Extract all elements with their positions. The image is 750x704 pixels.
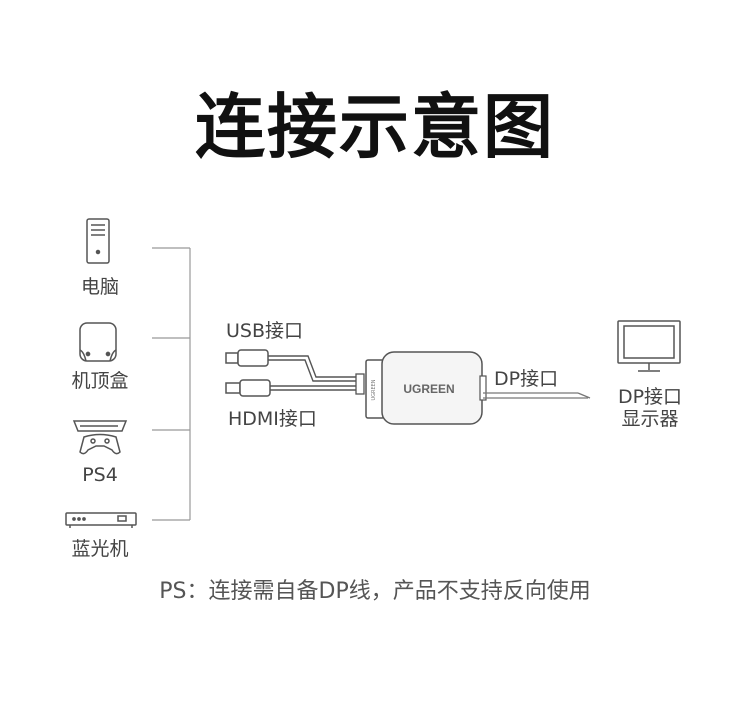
source-label-pc: 电脑 [80,276,119,298]
adapter-side-text: UGREEN [371,379,377,400]
page-title: 连接示意图 [195,86,555,168]
adapter-brand: UGREEN [403,382,454,396]
source-label-set-top-box: 机顶盒 [71,370,129,392]
set-top-box-icon [79,322,117,362]
source-bracket [152,247,191,521]
usage-note: PS：连接需自备DP线，产品不支持反向使用 [159,579,591,604]
blu-ray-player-icon [65,512,137,528]
dp-port-label: DP接口 [494,368,559,390]
adapter-cables [268,355,356,391]
hdmi-port-label: HDMI接口 [228,408,317,430]
pc-tower-icon [86,218,110,264]
monitor-icon [617,320,681,372]
source-label-blu-ray: 蓝光机 [71,538,129,560]
display-label-name: 显示器 [621,408,679,430]
hdmi-plug-icon [225,379,271,397]
cable-boot [355,373,365,395]
usb-port-label: USB接口 [226,320,304,342]
display-label-port: DP接口 [617,386,683,408]
ugreen-adapter [365,351,487,425]
usb-plug-icon [225,349,269,367]
source-label-ps4: PS4 [82,464,118,486]
ps4-console-icon [72,420,128,455]
dp-cable-arrow [483,392,591,399]
